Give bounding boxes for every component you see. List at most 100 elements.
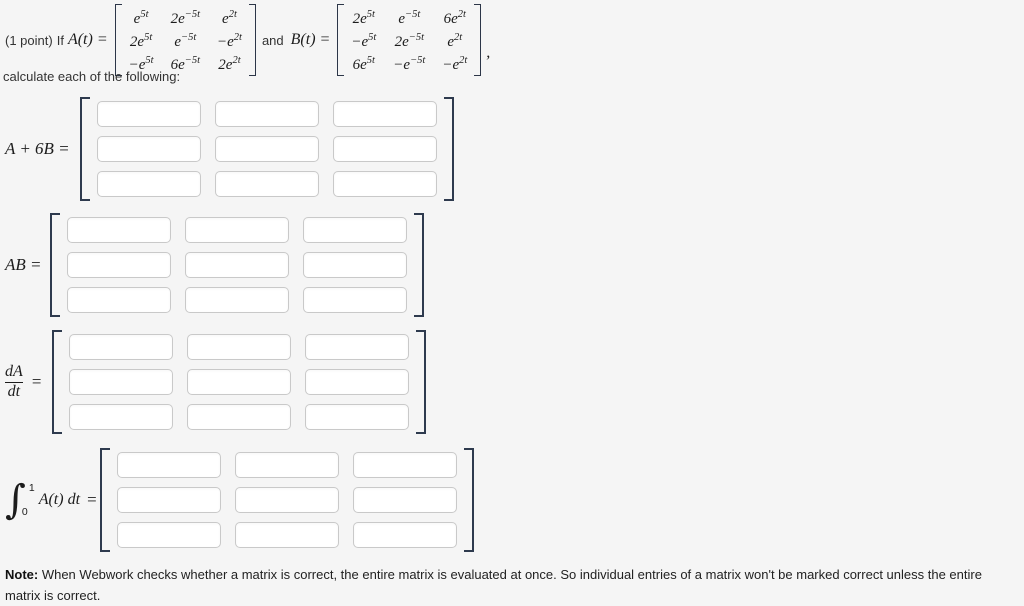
matrix-input-r3c3[interactable] [333,171,437,197]
matrix-input-r3c1[interactable] [69,404,173,430]
matrix-input-r2c1[interactable] [117,487,221,513]
derivative-fraction: dA dt [5,362,23,401]
matrix-input-r1c2[interactable] [187,334,291,360]
product-label: AB = [5,255,42,274]
and-word: and [261,32,284,48]
matrix-input-r3c2[interactable] [185,287,289,313]
right-bracket [248,4,256,76]
matrix-input-r2c1[interactable] [67,252,171,278]
right-bracket [414,213,424,317]
matrix-b: 2e5t e−5t 6e2t −e5t 2e−5t e2t 6e5t −e−5t… [337,4,482,76]
matrix-b-cell: 6e2t [443,9,466,27]
matrix-input-r1c3[interactable] [305,334,409,360]
matrix-a-cell: −e5t [128,55,154,73]
matrix-input-r1c3[interactable] [303,217,407,243]
answer-section-ab: AB = [5,213,424,317]
matrix-b-cell: −e−5t [393,55,426,73]
product-answer-matrix [50,213,424,317]
sum-answer-grid [90,97,444,201]
sum-answer-matrix [80,97,454,201]
note-text: When Webwork checks whether a matrix is … [5,567,982,603]
matrix-input-r1c2[interactable] [235,452,339,478]
matrix-input-r1c3[interactable] [353,452,457,478]
matrix-input-r1c2[interactable] [185,217,289,243]
integral-answer-grid [110,448,464,552]
matrix-input-r2c2[interactable] [185,252,289,278]
matrix-input-r3c2[interactable] [235,522,339,548]
matrix-b-cell: e−5t [398,9,421,27]
matrix-input-r2c2[interactable] [235,487,339,513]
matrix-b-cell: 2e5t [352,9,375,27]
matrix-a-name: A(t) = [67,31,108,48]
matrix-input-r1c1[interactable] [117,452,221,478]
matrix-input-r1c1[interactable] [67,217,171,243]
matrix-a-cell: 6e−5t [170,55,200,73]
matrix-input-r2c3[interactable] [333,136,437,162]
matrix-input-r3c1[interactable] [117,522,221,548]
right-bracket [416,330,426,434]
equals-sign: = [30,372,43,391]
matrix-a-cell: 2e2t [218,55,241,73]
integral-upper-limit: 1 [28,482,35,494]
matrix-input-r2c2[interactable] [187,369,291,395]
matrix-input-r2c3[interactable] [305,369,409,395]
fraction-denominator: dt [7,382,21,400]
matrix-input-r3c1[interactable] [97,171,201,197]
matrix-a-cell: 2e−5t [170,9,200,27]
if-word: If [56,32,64,48]
points-label: (1 point) [5,32,53,48]
matrix-b-cell: 2e−5t [394,32,425,50]
matrix-input-r3c2[interactable] [187,404,291,430]
right-bracket [474,4,482,76]
left-bracket [52,330,62,434]
matrix-a-cell: e−5t [174,32,197,50]
left-bracket [114,4,122,76]
matrix-b-cell: −e5t [351,32,377,50]
left-bracket [80,97,90,201]
integral-body: A(t) dt [38,491,81,508]
derivative-label: dA dt = [5,362,52,401]
matrix-input-r3c3[interactable] [305,404,409,430]
integral-limits: 1 0 [22,482,35,518]
integral-label: ∫ 1 0 A(t) dt = [5,477,100,523]
instruction-text: calculate each of the following: [3,69,181,84]
matrix-a-cell: −e2t [217,32,242,50]
matrix-input-r1c2[interactable] [215,101,319,127]
matrix-input-r1c1[interactable] [69,334,173,360]
fraction-numerator: dA [5,362,23,380]
answer-section-integral: ∫ 1 0 A(t) dt = [5,448,474,552]
note-bold-label: Note: [5,567,39,582]
trailing-comma: , [486,44,491,61]
integral-icon: ∫ [5,477,26,523]
right-bracket [464,448,474,552]
matrix-a-entries: e5t 2e−5t e2t 2e5t e−5t −e2t −e5t 6e−5t … [127,4,244,76]
derivative-answer-matrix [52,330,426,434]
equals-sign: = [86,490,98,509]
integral-lower-limit: 0 [21,506,28,518]
matrix-input-r2c3[interactable] [353,487,457,513]
right-bracket [444,97,454,201]
matrix-input-r3c1[interactable] [67,287,171,313]
integral-answer-matrix [100,448,474,552]
matrix-input-r2c2[interactable] [215,136,319,162]
sum-label: A + 6B = [5,139,70,158]
matrix-a-cell: 2e5t [129,32,153,50]
matrix-input-r3c2[interactable] [215,171,319,197]
matrix-b-cell: e2t [447,32,463,50]
matrix-b-cell: 6e5t [352,55,375,73]
matrix-a: e5t 2e−5t e2t 2e5t e−5t −e2t −e5t 6e−5t … [114,4,256,76]
problem-statement: (1 point) If A(t) = e5t 2e−5t e2t 2e5t e… [5,4,490,76]
product-answer-grid [60,213,414,317]
derivative-answer-grid [62,330,416,434]
matrix-input-r3c3[interactable] [353,522,457,548]
left-bracket [100,448,110,552]
matrix-b-entries: 2e5t e−5t 6e2t −e5t 2e−5t e2t 6e5t −e−5t… [349,4,469,76]
left-bracket [50,213,60,317]
matrix-input-r2c3[interactable] [303,252,407,278]
matrix-input-r1c1[interactable] [97,101,201,127]
matrix-input-r2c1[interactable] [69,369,173,395]
matrix-input-r2c1[interactable] [97,136,201,162]
matrix-input-r1c3[interactable] [333,101,437,127]
matrix-input-r3c3[interactable] [303,287,407,313]
matrix-b-name: B(t) = [290,31,331,48]
